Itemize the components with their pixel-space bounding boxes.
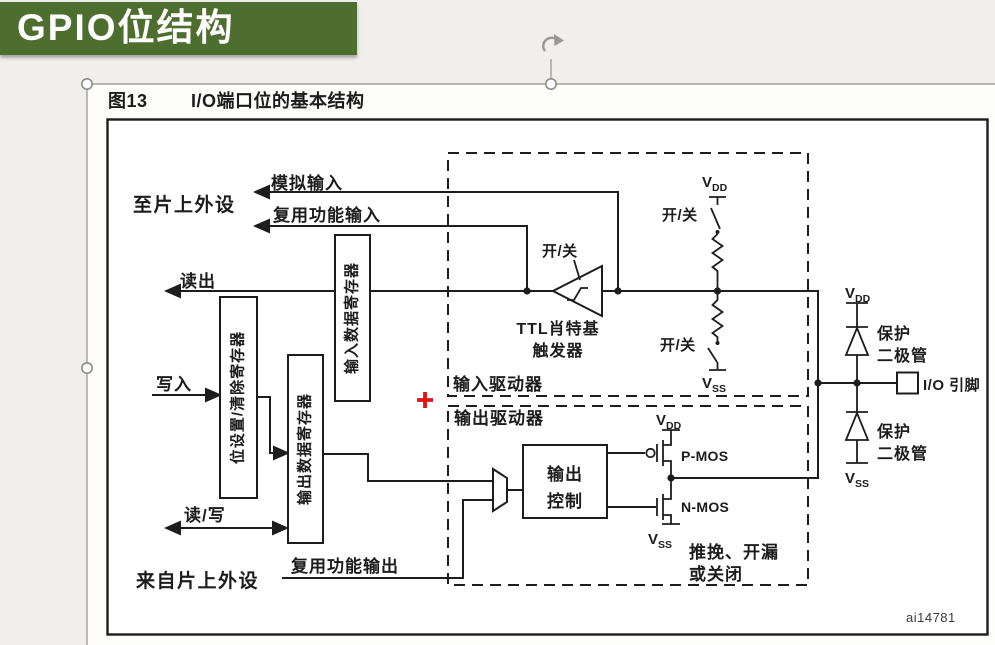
label-on-off-pullup: 开/关	[662, 206, 698, 224]
label-vdd-right: VDD	[845, 285, 871, 305]
input-data-register-box	[334, 234, 371, 402]
wires	[152, 191, 897, 579]
figure-caption: 图13 I/O端口位的基本结构	[108, 90, 365, 111]
io-pin: I/O 引脚	[896, 371, 980, 395]
selection-handle-top-middle[interactable]	[544, 78, 557, 91]
caption-title: I/O端口位的基本结构	[191, 90, 365, 111]
selection-overlay	[81, 34, 995, 645]
input-driver-box: 输入驱动器	[447, 152, 809, 397]
watermark: ai14781	[906, 610, 956, 625]
nmos-symbol: N-MOS VSS	[648, 478, 729, 551]
label-protection-top-1: 保护	[876, 324, 911, 343]
label-alt-func-input: 复用功能输入	[272, 205, 381, 225]
label-output-driver: 输出驱动器	[454, 408, 544, 428]
protection-diodes: VDD 保护 二极管 VSS 保护 二极管	[844, 285, 928, 490]
label-vdd-pull: VDD	[702, 174, 728, 194]
label-output-control-1: 输出	[547, 464, 583, 484]
pmos-symbol: VDD P-MOS	[645, 412, 728, 478]
output-control-box	[522, 444, 608, 519]
label-io-pin: I/O 引脚	[923, 377, 980, 394]
label-vss-pull: VSS	[702, 375, 726, 395]
output-data-register-box	[287, 354, 324, 544]
label-vdd-pmos: VDD	[656, 412, 682, 432]
label-schmitt-2: 触发器	[531, 341, 583, 360]
label-schmitt-1: TTL肖特基	[516, 319, 599, 338]
output-driver-box: 输出驱动器 推挽、开漏 或关闭	[447, 405, 809, 586]
selection-handle-middle-left[interactable]	[81, 361, 94, 374]
label-input-data-register: 输入数据寄存器	[342, 262, 360, 374]
label-protection-bottom-1: 保护	[876, 422, 911, 441]
label-push-pull-1: 推挽、开漏	[689, 542, 779, 562]
label-read: 读出	[180, 271, 216, 291]
output-control: 输出 控制	[492, 444, 608, 519]
label-push-pull-2: 或关闭	[689, 564, 743, 584]
mux-symbol	[492, 467, 508, 513]
label-vss-right: VSS	[845, 470, 869, 490]
label-output-data-register: 输出数据寄存器	[295, 393, 313, 505]
label-nmos: N-MOS	[681, 499, 729, 515]
flow-labels: 至片上外设 模拟输入 复用功能输入 读出 写入 读/写 来自片上外设 复用功能输…	[133, 173, 399, 592]
caption-figure-number: 图13	[108, 91, 148, 111]
label-write: 写入	[156, 375, 192, 394]
label-protection-bottom-2: 二极管	[877, 444, 928, 463]
label-on-off-pulldown: 开/关	[660, 336, 696, 354]
registers: 位设置/清除寄存器 输出数据寄存器 输入数据寄存器	[219, 234, 371, 544]
label-from-peripheral: 来自片上外设	[136, 569, 259, 592]
label-alt-func-output: 复用功能输出	[290, 556, 399, 576]
slide-title-banner: GPIO位结构	[0, 2, 357, 55]
junction-dots	[523, 287, 861, 482]
label-vss-nmos: VSS	[648, 531, 672, 551]
label-read-write: 读/写	[184, 505, 226, 525]
pull-up-pull-down: VDD 开/关 开/关 VSS	[660, 174, 728, 395]
label-pmos: P-MOS	[681, 448, 728, 464]
selection-handle-top-left[interactable]	[81, 78, 94, 91]
label-on-off-trigger: 开/关	[542, 242, 578, 260]
rotate-icon[interactable]	[542, 34, 564, 52]
label-output-control-2: 控制	[547, 491, 583, 511]
schmitt-trigger: 开/关 TTL肖特基 触发器	[516, 242, 603, 360]
label-analog-input: 模拟输入	[271, 173, 343, 193]
slide-title: GPIO位结构	[17, 7, 235, 48]
label-bit-set-clear-register: 位设置/清除寄存器	[228, 331, 246, 464]
label-input-driver: 输入驱动器	[453, 374, 543, 394]
label-to-peripheral: 至片上外设	[133, 193, 236, 216]
label-protection-top-2: 二极管	[877, 346, 928, 365]
bit-set-clear-register-box	[219, 296, 258, 499]
cursor-plus-marker	[417, 392, 433, 408]
arrowheads	[164, 184, 290, 536]
